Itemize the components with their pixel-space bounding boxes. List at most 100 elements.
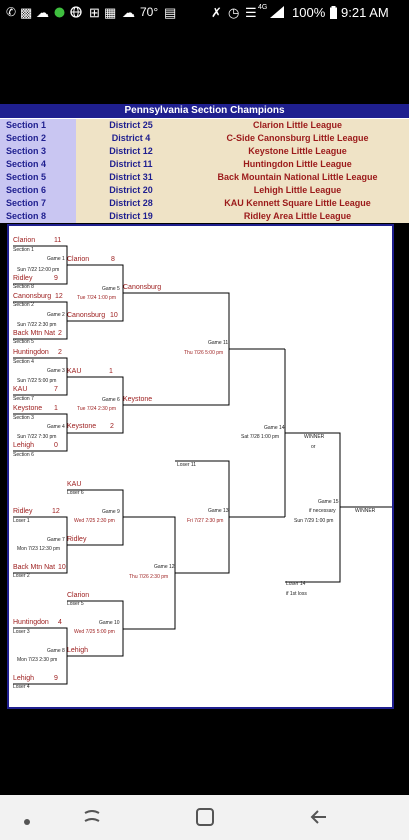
bracket-info-label: Game 14 — [264, 425, 285, 431]
bracket-team-label: Canonsburg — [67, 312, 106, 319]
bracket-info-label: Loser 4 — [13, 684, 30, 690]
row-section: Section 6 — [0, 184, 76, 197]
bracket-info-label: Game 10 — [99, 620, 120, 626]
bracket-info-label: Sun 7/22 7:30 pm — [17, 434, 57, 440]
bracket-lines — [13, 245, 392, 685]
back-icon[interactable] — [308, 807, 330, 832]
bracket-info-label: Game 13 — [208, 508, 229, 514]
row-section: Section 1 — [0, 119, 76, 132]
row-league: Huntingdon Little League — [186, 158, 409, 171]
bracket-team-label: Clarion — [67, 592, 90, 599]
phone-icon: ✆ — [6, 5, 17, 19]
row-league: KAU Kennett Square Little League — [186, 197, 409, 210]
bracket-team-label: Huntingdon — [13, 349, 49, 356]
row-league: Lehigh Little League — [186, 184, 409, 197]
bracket-info-label: Thu 7/26 2:30 pm — [129, 574, 169, 580]
bracket-info-label: Loser 11 — [177, 462, 197, 468]
network-type: 4G — [258, 4, 268, 11]
bracket-team-label: 0 — [54, 442, 58, 449]
bracket-team-label: Clarion — [13, 237, 36, 244]
bracket-team-label: 4 — [58, 619, 62, 626]
bracket-info-label: Loser 14 — [286, 581, 306, 587]
row-section: Section 5 — [0, 171, 76, 184]
green-dot-icon — [54, 6, 65, 21]
bracket-info-label: Thu 7/26 5:00 pm — [184, 350, 224, 356]
bracket-info-label: Sun 7/29 1:00 pm — [294, 518, 334, 524]
bracket-info-label: Loser 1 — [13, 518, 30, 524]
recent-apps-icon[interactable] — [82, 807, 102, 832]
signal-icon — [270, 6, 284, 21]
bracket-team-label: KAU — [67, 368, 82, 375]
bracket-team-label: 2 — [110, 423, 114, 430]
row-district: District 28 — [76, 197, 186, 210]
android-navigation-bar — [0, 795, 409, 840]
bracket-info-label: Sun 7/22 12:00 pm — [17, 267, 60, 273]
bracket-info-label: Section 8 — [13, 284, 34, 290]
bracket-team-label: 1 — [54, 405, 58, 412]
bracket-info-label: if necessary — [309, 508, 336, 514]
bracket-team-label: KAU — [67, 481, 82, 488]
bracket-team-label: 11 — [54, 237, 62, 244]
dot-icon[interactable] — [23, 813, 31, 831]
bracket-info-label: Wed 7/25 2:30 pm — [74, 518, 115, 524]
bracket-info-label: Section 3 — [13, 415, 34, 421]
bracket-team-label: Lehigh — [67, 647, 89, 654]
bracket-info-label: Game 6 — [102, 397, 120, 403]
bracket-info-label: WINNER — [304, 434, 325, 440]
bracket-info-label: Section 2 — [13, 302, 34, 308]
bracket-info-label: Fri 7/27 2:30 pm — [187, 518, 224, 524]
cloud-icon: ☁ — [36, 5, 49, 20]
bracket-info-label: Game 1 — [47, 256, 65, 262]
bracket-info-label: Sat 7/28 1:00 pm — [241, 434, 280, 440]
bracket-info-label: Loser 5 — [67, 601, 84, 607]
row-section: Section 7 — [0, 197, 76, 210]
wifi-icon: ☰ — [245, 5, 257, 20]
bracket-info-label: Section 7 — [13, 396, 34, 402]
home-icon[interactable] — [195, 807, 215, 832]
bracket-info-label: Loser 3 — [13, 629, 30, 635]
image-icon: ▩ — [20, 5, 33, 20]
bracket-team-label: Lehigh — [13, 675, 35, 682]
bracket-info-label: Mon 7/23 2:30 pm — [17, 657, 58, 663]
bracket-info-label: WINNER — [355, 508, 376, 514]
bracket-info-label: Tue 7/24 1:00 pm — [77, 295, 117, 301]
bracket-info-label: Mon 7/23 12:30 pm — [17, 546, 61, 552]
bracket-team-label: 12 — [52, 508, 60, 515]
section-champions-table: Pennsylvania Section Champions Section 1… — [0, 104, 409, 223]
bracket-team-label: Keystone — [13, 405, 43, 412]
bracket-team-label: 8 — [111, 256, 115, 263]
bracket-team-label: Canonsburg — [13, 293, 52, 300]
bracket-info-label: Loser 6 — [67, 490, 84, 496]
row-league: Back Mountain National Little League — [186, 171, 409, 184]
bracket-info-label: Game 12 — [154, 564, 175, 570]
bracket-info-label: Game 11 — [208, 340, 229, 346]
bracket-info-label: Game 7 — [47, 537, 65, 543]
bracket-info-label: Section 6 — [13, 452, 34, 458]
bracket-team-label: 10 — [110, 312, 118, 319]
bracket-team-label: 12 — [55, 293, 63, 300]
bracket-team-label: Back Mtn Nat — [13, 330, 56, 337]
bracket-team-label: 7 — [54, 386, 58, 393]
bracket-info-label: Game 15 — [318, 499, 339, 505]
picture-icon: ▦ — [104, 5, 117, 20]
bracket-team-label: 2 — [58, 330, 62, 337]
bracket-team-label: Keystone — [67, 423, 97, 430]
globe-icon — [70, 6, 82, 21]
bracket-info-label: Game 2 — [47, 312, 65, 318]
bracket-team-label: 1 — [109, 368, 113, 375]
bracket-info-label: Game 8 — [47, 648, 65, 654]
bracket-team-label: 9 — [54, 675, 58, 682]
row-section: Section 8 — [0, 210, 76, 223]
bracket-team-label: 10 — [58, 564, 66, 571]
bracket-team-label: Ridley — [67, 536, 87, 543]
row-section: Section 2 — [0, 132, 76, 145]
bracket-info-label: Sun 7/22 2:30 pm — [17, 322, 57, 328]
temperature-text: 70° — [140, 5, 159, 19]
bracket-info-label: if 1st loss — [286, 591, 307, 597]
